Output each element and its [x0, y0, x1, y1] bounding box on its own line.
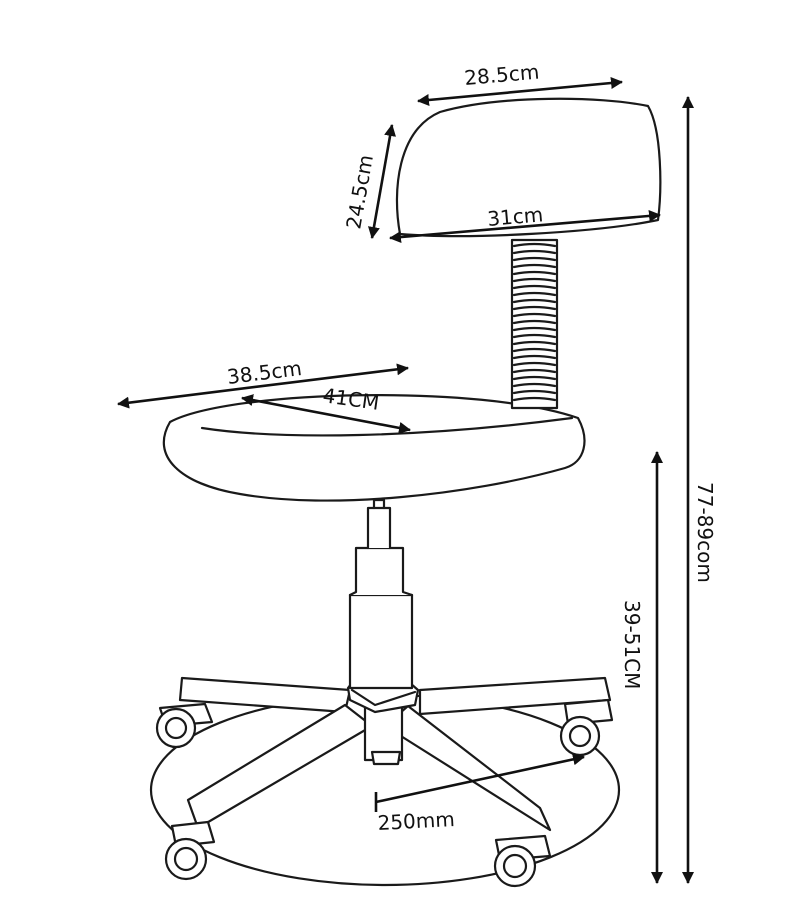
caster-front-left: [164, 820, 216, 881]
spring-coil: [512, 305, 557, 311]
spring-coil: [512, 396, 557, 402]
spring-coil: [512, 249, 557, 255]
spring-coil: [512, 326, 557, 332]
spring-coil: [512, 368, 557, 374]
spring-coil: [512, 291, 557, 297]
spring-coil: [512, 298, 557, 304]
spring-coil: [512, 263, 557, 269]
back-width-bottom-label: 31cm: [486, 202, 544, 231]
spring-coil: [512, 270, 557, 276]
spring-coil: [512, 354, 557, 360]
spring-coil: [512, 312, 557, 318]
caster-back-right: [559, 698, 614, 757]
spring-coil: [512, 361, 557, 367]
back-width-bottom-arrow: [389, 209, 661, 244]
spring-coil: [512, 347, 557, 353]
base-radius-arrow: [374, 753, 585, 812]
spring-coil: [512, 340, 557, 346]
seat-width-label: 38.5cm: [226, 356, 303, 389]
gas-cylinder: [348, 498, 414, 690]
spring-coil: [512, 375, 557, 381]
back-height-arrow: [368, 124, 396, 239]
spring-coil: [512, 277, 557, 283]
seat-height-label: 39-51CM: [620, 600, 644, 689]
base-radius-label: 250mm: [377, 807, 455, 835]
spring-coil: [512, 389, 557, 395]
total-height-label: 77-89com: [693, 482, 717, 583]
back-width-top-label: 28.5cm: [463, 60, 540, 90]
caster-front-right: [493, 834, 552, 888]
seat-width-arrow: [117, 363, 409, 409]
spring-coil: [512, 256, 557, 262]
spring-coil: [512, 319, 557, 325]
spring-coil: [512, 382, 557, 388]
star-base: [178, 668, 612, 832]
caster-center: [370, 750, 402, 766]
seat-depth-arrow: [241, 394, 411, 434]
spring-coil: [512, 284, 557, 290]
back-width-top-arrow: [417, 77, 623, 106]
caster-back-left: [155, 702, 214, 749]
backrest-post: [510, 238, 559, 410]
back-height-label: 24.5cm: [341, 153, 378, 231]
spring-coil: [512, 242, 557, 248]
spring-coil: [512, 333, 557, 339]
